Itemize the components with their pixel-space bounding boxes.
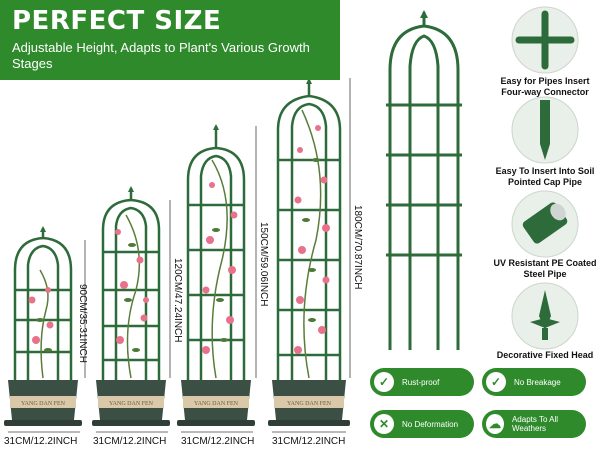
pot-text-4: YANG DAN FEN [287, 401, 332, 407]
rust-proof-icon: ✓ [374, 372, 394, 392]
fixed-head-icon [530, 290, 560, 340]
feature-label-pointed-cap: Easy To Insert Into Soil Pointed Cap Pip… [495, 166, 595, 187]
feature-label-fixed-head: Decorative Fixed Head [496, 350, 594, 360]
planter-pots [4, 380, 350, 426]
trellis-120cm [101, 188, 161, 380]
pot-text-2: YANG DAN FEN [109, 401, 154, 407]
title-banner: PERFECT SIZE Adjustable Height, Adapts t… [0, 0, 340, 80]
trellis-150cm [186, 126, 246, 380]
connector-icon [515, 10, 575, 70]
height-dimension-lines [84, 78, 351, 378]
steel-pipe-icon [522, 202, 568, 244]
height-label-150: 150CM/59.06INCH [258, 222, 269, 307]
feature-label-steel-pipe: UV Resistant PE Coated Steel Pipe [493, 258, 597, 279]
height-label-90: 90CM/35.31INCH [77, 284, 88, 363]
badge-weather: ☁ Adapts To All Weathers [482, 410, 586, 438]
badge-no-deformation: ✕ No Deformation [370, 410, 474, 438]
height-label-180: 180CM/70.87INCH [352, 205, 363, 290]
pointed-cap-icon [540, 100, 550, 160]
trellis-90cm [13, 228, 73, 380]
no-deformation-icon: ✕ [374, 414, 394, 434]
weather-icon: ☁ [486, 414, 504, 434]
no-breakage-icon: ✓ [486, 372, 506, 392]
pot-text-3: YANG DAN FEN [194, 401, 239, 407]
feature-label-connector: Easy for Pipes Insert Four-way Connector [500, 76, 590, 97]
banner-subtitle: Adjustable Height, Adapts to Plant's Var… [12, 40, 310, 71]
height-label-120: 120CM/47.24INCH [172, 258, 183, 343]
width-label-180: 31CM/12.2INCH [272, 436, 346, 447]
finials [40, 78, 312, 232]
climbing-plants [28, 109, 330, 379]
width-label-90: 31CM/12.2INCH [4, 436, 78, 447]
width-label-150: 31CM/12.2INCH [181, 436, 255, 447]
pot-text-1: YANG DAN FEN [21, 401, 66, 407]
badge-rust-proof: ✓ Rust-proof [370, 368, 474, 396]
banner-title: PERFECT SIZE [12, 6, 222, 36]
product-trellis-detail [386, 12, 462, 350]
width-label-120: 31CM/12.2INCH [93, 436, 167, 447]
badge-no-breakage: ✓ No Breakage [482, 368, 586, 396]
